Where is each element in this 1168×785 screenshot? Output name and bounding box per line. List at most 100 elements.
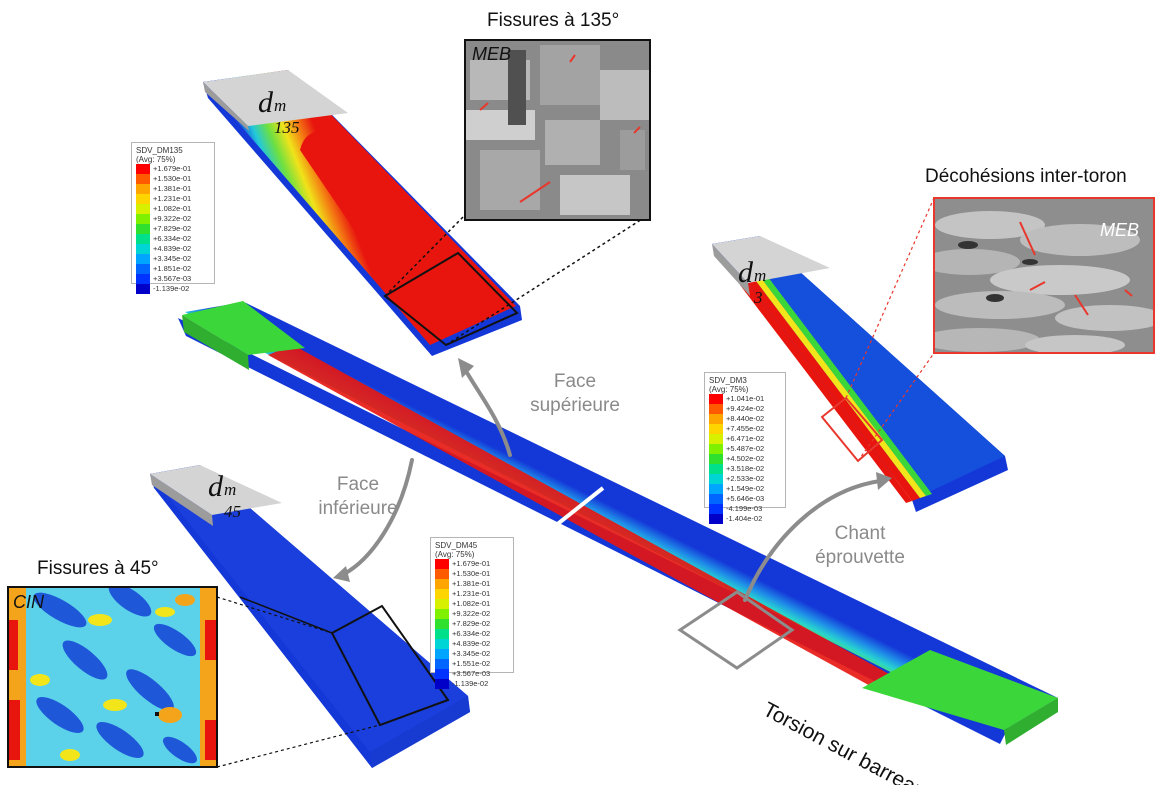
legend-row: +3.518e-02 (709, 464, 781, 474)
legend-dm3: SDV_DM3 (Avg: 75%) +1.041e-01+9.424e-02+… (704, 372, 786, 524)
meb-decohesion-image (933, 197, 1155, 354)
legend-value: +1.530e-01 (452, 569, 491, 578)
legend-swatch (709, 474, 723, 484)
legend-value: +3.567e-03 (153, 274, 192, 283)
legend-row: +1.679e-01 (435, 559, 509, 569)
legend-swatch (709, 484, 723, 494)
arrow-face-inferieure (342, 458, 414, 576)
torsion-bar (178, 301, 1058, 745)
legend-dm3-subtitle: (Avg: 75%) (709, 385, 749, 394)
specimen-d3 (712, 197, 1008, 512)
legend-value: +2.533e-02 (726, 474, 765, 483)
legend-value: +3.518e-02 (726, 464, 765, 473)
legend-value: +4.839e-02 (153, 244, 192, 253)
legend-swatch (709, 444, 723, 454)
legend-row: +6.334e-02 (136, 234, 210, 244)
legend-swatch (435, 669, 449, 679)
legend-swatch (435, 579, 449, 589)
legend-row: +1.231e-01 (435, 589, 509, 599)
legend-row: -1.139e-02 (435, 679, 509, 689)
legend-swatch (709, 494, 723, 504)
legend-swatch (136, 214, 150, 224)
legend-swatch (709, 394, 723, 404)
legend-row: +1.679e-01 (136, 164, 210, 174)
legend-value: +6.334e-02 (153, 234, 192, 243)
legend-row: +1.041e-01 (709, 394, 781, 404)
legend-row: +4.839e-02 (435, 639, 509, 649)
legend-row: +3.345e-02 (435, 649, 509, 659)
legend-row: +9.424e-02 (709, 404, 781, 414)
face-inf-line2: inférieure (318, 498, 398, 519)
legend-row: +7.829e-02 (435, 619, 509, 629)
face-sup-line1: Face (553, 371, 597, 392)
arrow-heads (333, 358, 892, 582)
legend-row: -1.404e-02 (709, 514, 781, 524)
legend-row: +5.646e-03 (709, 494, 781, 504)
legend-swatch (435, 609, 449, 619)
legend-dm3-rows: +1.041e-01+9.424e-02+8.440e-02+7.455e-02… (709, 394, 781, 524)
legend-value: +1.551e-02 (452, 659, 491, 668)
legend-value: +8.440e-02 (726, 414, 765, 423)
legend-swatch (709, 514, 723, 524)
legend-value: +9.424e-02 (726, 404, 765, 413)
legend-swatch (136, 174, 150, 184)
cin-image (7, 586, 218, 768)
legend-row: +1.551e-02 (435, 659, 509, 669)
legend-dm45: SDV_DM45 (Avg: 75%) +1.679e-01+1.530e-01… (430, 537, 514, 689)
title-fissures-45: Fissures à 45° (37, 558, 159, 579)
legend-row: +1.381e-01 (435, 579, 509, 589)
legend-value: +6.334e-02 (452, 629, 491, 638)
legend-swatch (136, 254, 150, 264)
legend-value: +7.829e-02 (452, 619, 491, 628)
legend-row: +9.322e-02 (136, 214, 210, 224)
legend-value: +9.322e-02 (452, 609, 491, 618)
legend-swatch (709, 464, 723, 474)
legend-row: +6.471e-02 (709, 434, 781, 444)
legend-value: +1.082e-01 (153, 204, 192, 213)
legend-swatch (136, 194, 150, 204)
legend-row: +2.533e-02 (709, 474, 781, 484)
legend-swatch (136, 244, 150, 254)
legend-row: +7.455e-02 (709, 424, 781, 434)
legend-swatch (709, 454, 723, 464)
legend-value: +1.231e-01 (452, 589, 491, 598)
legend-value: +1.851e-02 (153, 264, 192, 273)
chant-line2: éprouvette (815, 547, 905, 568)
legend-row: +4.839e-02 (136, 244, 210, 254)
label-chant: Chant éprouvette (800, 522, 920, 570)
legend-value: +3.345e-02 (153, 254, 192, 263)
legend-swatch (435, 659, 449, 669)
legend-swatch (709, 414, 723, 424)
legend-swatch (435, 649, 449, 659)
legend-swatch (709, 434, 723, 444)
label-face-superieure: Face supérieure (505, 370, 645, 418)
legend-dm45-subtitle: (Avg: 75%) (435, 550, 475, 559)
legend-value: +5.487e-02 (726, 444, 765, 453)
legend-row: +6.334e-02 (435, 629, 509, 639)
legend-value: -1.139e-02 (452, 679, 489, 688)
legend-row: +1.530e-01 (435, 569, 509, 579)
legend-row: +5.487e-02 (709, 444, 781, 454)
meb-tag-135: MEB (472, 44, 512, 64)
legend-row: +9.322e-02 (435, 609, 509, 619)
legend-swatch (136, 204, 150, 214)
legend-value: +1.679e-01 (153, 164, 192, 173)
legend-value: +9.322e-02 (153, 214, 192, 223)
legend-swatch (435, 629, 449, 639)
legend-value: +1.381e-01 (452, 579, 491, 588)
legend-value: +1.381e-01 (153, 184, 192, 193)
legend-row: -4.199e-03 (709, 504, 781, 514)
legend-row: +1.082e-01 (136, 204, 210, 214)
legend-swatch (136, 274, 150, 284)
specimen-d45 (150, 465, 470, 768)
legend-value: -1.139e-02 (153, 284, 190, 293)
legend-swatch (136, 184, 150, 194)
legend-value: +3.567e-03 (452, 669, 491, 678)
arrows (342, 369, 882, 602)
legend-value: +6.471e-02 (726, 434, 765, 443)
legend-swatch (136, 264, 150, 274)
legend-swatch (709, 504, 723, 514)
